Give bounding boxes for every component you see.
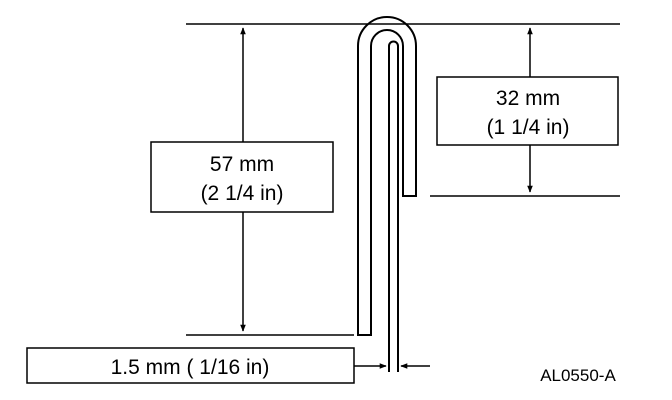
figure-code: AL0550-A xyxy=(540,366,616,385)
overall-label-box xyxy=(150,141,334,213)
thickness-label: 1.5 mm ( 1/16 in) xyxy=(111,356,270,379)
bent-strip-outer xyxy=(357,16,417,336)
thickness-label-box xyxy=(26,347,355,384)
overall-metric-label: 57 mm xyxy=(210,153,274,176)
strip-inner-curve xyxy=(388,40,399,196)
fold-imperial-label: (1 1/4 in) xyxy=(487,116,570,139)
fold-metric-label: 32 mm xyxy=(496,87,560,110)
overall-imperial-label: (2 1/4 in) xyxy=(201,182,284,205)
fold-label-box xyxy=(436,76,619,146)
